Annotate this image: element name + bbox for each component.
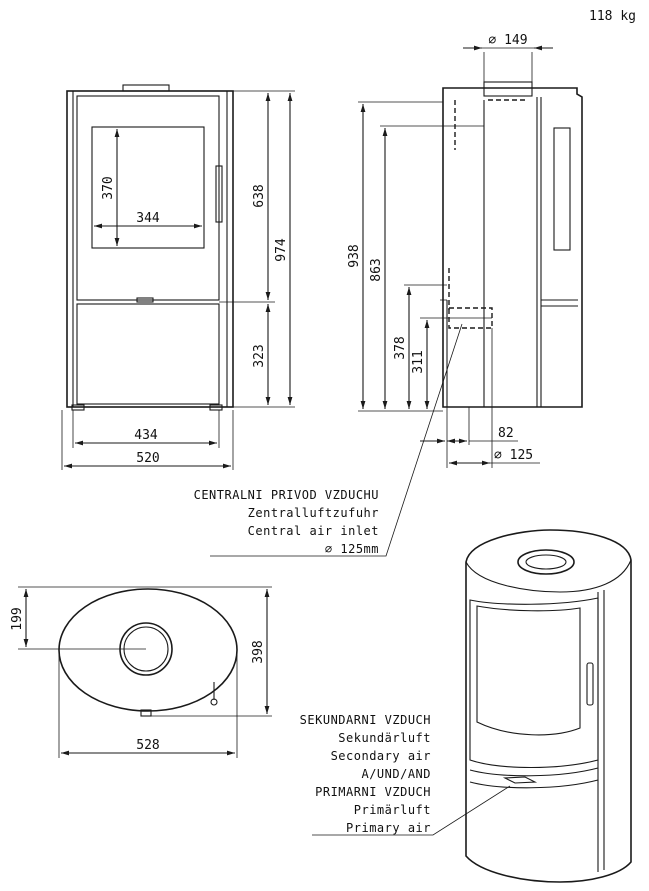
front-lower-panel <box>76 303 220 405</box>
front-view: 370 344 638 323 974 434 520 <box>61 84 295 470</box>
dim-overall-width: 520 <box>136 451 159 466</box>
dim-top-width: 528 <box>136 738 159 753</box>
dim-body-width: 434 <box>134 428 158 443</box>
secondary-air-leader <box>312 785 511 836</box>
dim-outlet-diameter: ∅ 149 <box>488 33 527 48</box>
air-note-line1: SEKUNDARNI VZDUCH <box>300 713 431 727</box>
front-glass <box>91 126 205 249</box>
stove-3d-door <box>469 597 599 769</box>
central-air-note-line1: CENTRALNI PRIVOD VZDUCHU <box>194 488 379 502</box>
air-note-line3: Secondary air <box>331 749 431 763</box>
dim-bottom-section: 323 <box>252 344 267 367</box>
central-air-note: CENTRALNI PRIVOD VZDUCHU Zentralluftzufu… <box>194 488 379 556</box>
air-note-line6: Primärluft <box>354 803 431 817</box>
dim-top-outlet-offset: 199 <box>10 607 25 630</box>
air-note-line5: PRIMARNI VZDUCH <box>315 785 431 799</box>
dim-inlet-offset: 82 <box>498 426 514 441</box>
stove-3d-glass <box>476 605 581 736</box>
dim-inlet-top: 378 <box>393 336 408 359</box>
dim-inlet-diameter: ∅ 125 <box>494 448 533 463</box>
air-note-line7: Primary air <box>346 821 431 835</box>
dim-top-depth: 398 <box>251 640 266 663</box>
dim-outlet-height: 938 <box>347 244 362 267</box>
air-note-line2: Sekundärluft <box>338 731 431 745</box>
dim-total-height: 974 <box>274 238 289 262</box>
dim-inlet-axis: 311 <box>411 350 426 373</box>
front-top-knob <box>122 84 170 92</box>
door-handle <box>215 165 223 223</box>
stove-3d-view <box>465 529 632 883</box>
top-body-outline <box>58 588 238 712</box>
central-air-leader <box>210 323 463 557</box>
central-air-note-line3: Central air inlet <box>248 524 379 538</box>
air-note-line4: A/UND/AND <box>361 767 431 781</box>
stove-3d-flue <box>517 549 575 575</box>
side-view: ∅ 149 938 863 378 311 82 ∅ 125 <box>347 33 583 468</box>
side-outline <box>442 87 583 408</box>
stove-3d-handle <box>586 662 594 706</box>
dim-glass-height: 370 <box>101 176 116 199</box>
central-air-note-line2: Zentralluftzufuhr <box>248 506 379 520</box>
dim-outlet-axis: 863 <box>369 258 384 281</box>
stove-3d-outline <box>465 529 632 883</box>
top-view: 199 398 528 <box>10 586 272 758</box>
side-flue-outlet <box>483 81 533 97</box>
dim-glass-width: 344 <box>136 211 160 226</box>
dim-top-section: 638 <box>252 184 267 207</box>
air-note: SEKUNDARNI VZDUCH Sekundärluft Secondary… <box>300 713 431 835</box>
central-air-note-line4: ∅ 125mm <box>325 542 379 556</box>
weight-label: 118 kg <box>589 9 636 24</box>
